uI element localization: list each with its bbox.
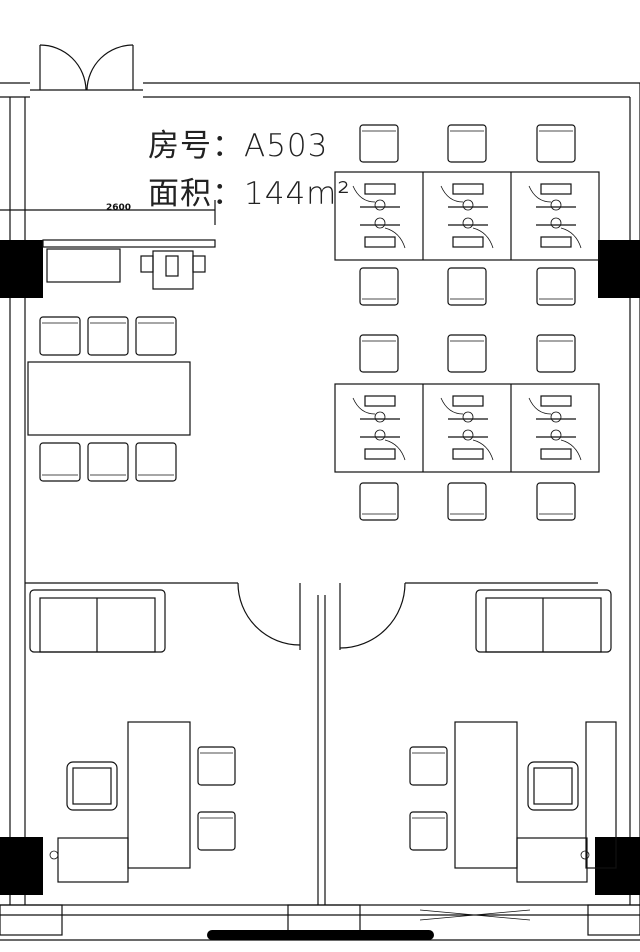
keyboard [364,395,396,407]
office-rooms [0,589,640,936]
monitor-stand [462,217,474,229]
chair [87,316,129,356]
chair [447,482,487,521]
mouse-cable [440,185,464,203]
monitor-stand [462,429,474,441]
keyboard [540,236,572,248]
chair [197,746,236,786]
monitor-stand [374,217,386,229]
monitor-stand [550,217,562,229]
area-value: 144m² [244,176,351,212]
keyboard [452,183,484,195]
chair [447,267,487,306]
chair [359,267,399,306]
home-indicator-bar[interactable] [207,930,434,940]
area-label: 面积：144m² [148,168,351,213]
monitor-stand [374,429,386,441]
walls [0,44,640,941]
mouse-cable [560,439,582,461]
chair [409,746,448,786]
mouse-cable [528,397,552,415]
chair [536,334,576,373]
monitor-stand [374,199,386,211]
chair [447,124,487,163]
keyboard [364,183,396,195]
chair [359,334,399,373]
dimension-label: 2600 [106,203,132,213]
mouse-cable [440,397,464,415]
chair [409,811,448,851]
monitor-stand [550,429,562,441]
keyboard [364,448,396,460]
chair [197,811,236,851]
keyboard [452,236,484,248]
chair [359,482,399,521]
chair [536,124,576,163]
room-number: A503 [244,128,329,164]
keyboard [452,395,484,407]
workstation-cluster [334,171,600,261]
chair [536,267,576,306]
monitor-stand [550,199,562,211]
room-number-label: 房号：A503 [148,120,328,165]
mouse-cable [352,397,376,415]
chair [447,334,487,373]
keyboard [540,395,572,407]
chair [359,124,399,163]
mouse-cable [384,227,406,249]
mouse-cable [472,439,494,461]
workstation-cluster [334,383,600,473]
monitor-stand [550,411,562,423]
monitor-stand [462,411,474,423]
chair [39,442,81,482]
chair [135,442,177,482]
room-label: 房号： [148,128,244,164]
keyboard [364,236,396,248]
chair [135,316,177,356]
keyboard [540,448,572,460]
mouse-cable [472,227,494,249]
chair [536,482,576,521]
keyboard [540,183,572,195]
mouse-cable [528,185,552,203]
furniture [39,124,600,851]
area-title: 面积： [148,176,244,212]
reception-area [27,239,216,436]
chair [39,316,81,356]
keyboard [452,448,484,460]
monitor-stand [374,411,386,423]
monitor-stand [462,199,474,211]
mouse-cable [352,185,376,203]
mouse-cable [384,439,406,461]
columns [0,240,640,895]
chair [87,442,129,482]
mouse-cable [560,227,582,249]
